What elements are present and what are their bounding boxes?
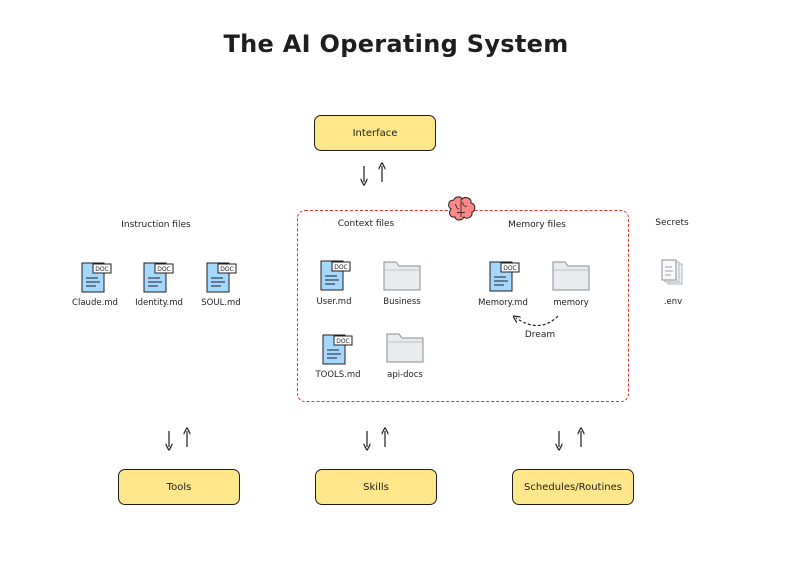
tools-box[interactable]: Tools	[118, 469, 240, 505]
svg-text:DOC: DOC	[336, 338, 350, 345]
file-label-business: Business	[383, 297, 421, 307]
file-label-tools: TOOLS.md	[315, 370, 361, 380]
file-label-identity: Identity.md	[135, 298, 183, 308]
interface-box[interactable]: Interface	[314, 115, 436, 151]
svg-text:DOC: DOC	[503, 265, 517, 272]
skills-box[interactable]: Skills	[315, 469, 437, 505]
svg-text:DOC: DOC	[334, 264, 348, 271]
secrets-heading: Secrets	[655, 218, 689, 228]
context-files-heading: Context files	[337, 219, 395, 229]
schedules-box[interactable]: Schedules/Routines	[512, 469, 634, 505]
schedules-label: Schedules/Routines	[524, 481, 622, 493]
folder-icon[interactable]	[385, 330, 424, 366]
memory-files-heading: Memory files	[508, 220, 566, 230]
dream-label: Dream	[524, 330, 556, 340]
folder-icon[interactable]	[382, 258, 421, 294]
instruction-files-heading: Instruction files	[121, 220, 191, 230]
file-label-claude: Claude.md	[72, 298, 118, 308]
document-icon[interactable]: DOC	[204, 260, 240, 296]
file-label-user: User.md	[316, 297, 352, 307]
svg-text:DOC: DOC	[95, 266, 109, 273]
file-label-soul: SOUL.md	[201, 298, 241, 308]
secret-file-icon[interactable]	[659, 258, 695, 294]
file-label-memory-md: Memory.md	[478, 298, 528, 308]
interface-label: Interface	[352, 127, 398, 139]
document-icon[interactable]: DOC	[141, 260, 177, 296]
file-label-api-docs: api-docs	[387, 370, 423, 380]
document-icon[interactable]: DOC	[318, 258, 354, 294]
svg-text:DOC: DOC	[157, 266, 171, 273]
diagram-title: The AI Operating System	[223, 30, 569, 58]
dream-arrow	[516, 316, 559, 327]
document-icon[interactable]: DOC	[487, 259, 523, 295]
file-label-memory-folder: memory	[553, 298, 589, 308]
tools-label: Tools	[166, 481, 192, 493]
document-icon[interactable]: DOC	[320, 332, 356, 368]
document-icon[interactable]: DOC	[79, 260, 115, 296]
svg-text:DOC: DOC	[220, 266, 234, 273]
skills-label: Skills	[363, 481, 389, 493]
file-label-env: .env	[663, 297, 683, 307]
brain-icon	[445, 195, 477, 223]
folder-icon[interactable]	[551, 258, 590, 294]
